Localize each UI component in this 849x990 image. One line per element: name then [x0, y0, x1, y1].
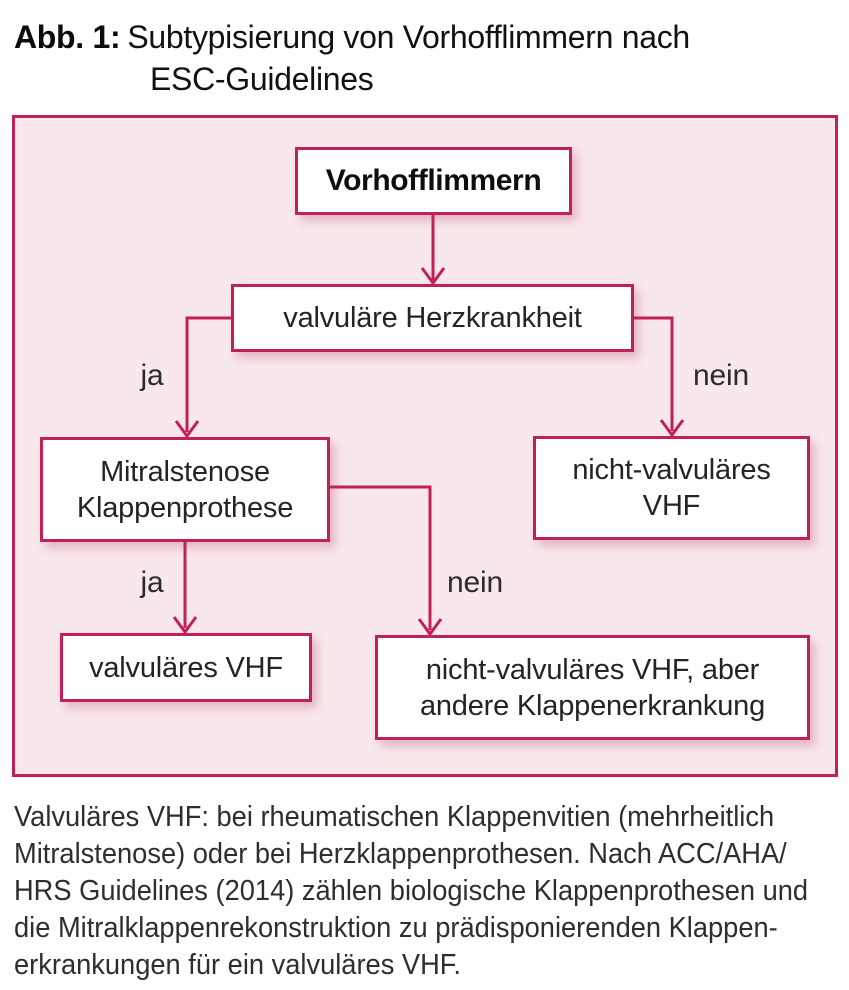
edge-label-ja-1: ja: [140, 359, 164, 392]
node-vorhofflimmern-label: Vorhofflimmern: [325, 164, 542, 197]
node-mitralstenose-klappenprothese: Mitralstenose Klappenprothese: [40, 437, 330, 542]
node-nicht-valvulaeres-vhf-andere-klappenerkrankung: nicht-valvuläres VHF, aber andere Klappe…: [375, 635, 810, 740]
caption-line: HRS Guidelines (2014) zählen biologische…: [14, 875, 809, 907]
node-vorhofflimmern: Vorhofflimmern: [295, 147, 572, 215]
arrow-decision-to-mitralstenose: [174, 316, 231, 439]
figure-title: Abb. 1:Subtypisierung von Vorhofflimmern…: [14, 16, 690, 100]
arrow-mitralstenose-to-valvular-vhf: [172, 542, 198, 635]
node-valvulaeres-vhf: valvuläres VHF: [60, 633, 312, 702]
caption-line: Mitralstenose) oder bei Herzklappenproth…: [14, 838, 787, 870]
node-nicht-valvulaeres-vhf-line1: nicht-valvuläres: [572, 454, 771, 486]
figure-title-line1: Abb. 1:Subtypisierung von Vorhofflimmern…: [14, 16, 690, 58]
node-nonvalvular-other-line1: nicht-valvuläres VHF, aber: [425, 653, 760, 686]
arrow-mitralstenose-to-nonvalvular-other: [330, 485, 443, 637]
node-mitralstenose-line2: Klappenprothese: [76, 491, 294, 524]
node-nonvalvular-other-line2: andere Klappenerkrankung: [419, 689, 766, 722]
node-nicht-valvulaeres-vhf: nicht-valvuläres VHF: [533, 436, 810, 540]
node-valvulaeres-vhf-label: valvuläres VHF: [89, 651, 283, 684]
figure-title-line2: ESC-Guidelines: [150, 61, 374, 97]
edge-label-nein-1: nein: [693, 359, 749, 392]
arrow-root-to-decision: [420, 215, 446, 286]
node-valvulaere-herzkrankheit: valvuläre Herzkrankheit: [231, 284, 634, 352]
figure-title-text: Subtypisierung von Vorhofflimmern nach: [127, 19, 690, 55]
edge-label-ja-2: ja: [140, 566, 164, 599]
arrow-decision-to-nonvalvular: [634, 316, 685, 438]
caption-line: Valvuläres VHF: bei rheumatischen Klappe…: [14, 801, 775, 833]
caption-line: erkrankungen für ein valvuläres VHF.: [14, 949, 461, 981]
flowchart-panel: Vorhofflimmern valvuläre Herzkrankheit M…: [12, 115, 838, 777]
node-mitralstenose-line1: Mitralstenose: [100, 455, 270, 488]
figure-caption: Valvuläres VHF: bei rheumatischen Klappe…: [14, 799, 809, 984]
caption-line: die Mitralklappenrekonstruktion zu prädi…: [14, 912, 778, 944]
edge-label-nein-2: nein: [447, 566, 503, 599]
node-nicht-valvulaeres-vhf-line2: VHF: [642, 490, 701, 522]
flowchart-arrows: [172, 215, 685, 637]
node-valvulaere-herzkrankheit-label: valvuläre Herzkrankheit: [283, 302, 582, 334]
figure-number: Abb. 1:: [14, 19, 121, 55]
